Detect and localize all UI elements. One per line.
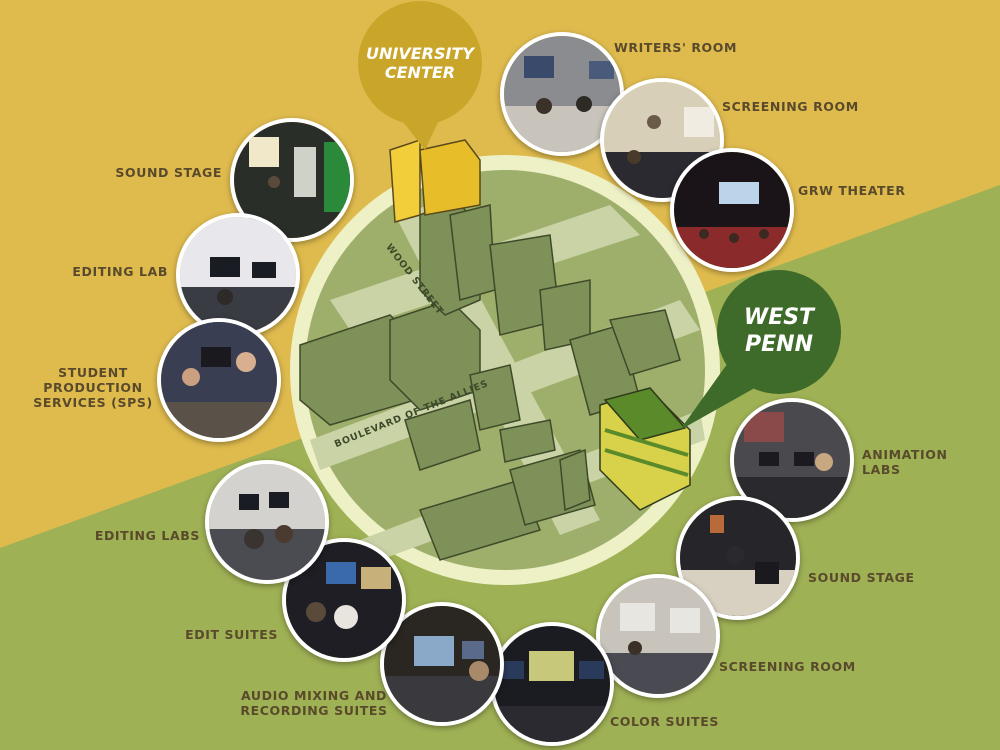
university-center-bubble: [358, 1, 482, 125]
label-color-suites: COLOR SUITES: [610, 714, 719, 729]
photo-screening-room-wp: [596, 574, 720, 698]
photo-grw-theater: [670, 148, 794, 272]
photo-color-suites: [490, 622, 614, 746]
west-penn-building: [599, 387, 691, 511]
west-penn-bubble: [717, 270, 841, 394]
photo-audio-mixing-suites: [380, 602, 504, 726]
photo-animation-labs: [730, 398, 854, 522]
label-audio-mixing: AUDIO MIXING AND RECORDING SUITES: [240, 688, 388, 718]
label-edit-suites: EDIT SUITES: [185, 627, 278, 642]
photo-editing-labs-wp: [205, 460, 329, 584]
label-animation-labs: ANIMATION LABS: [862, 447, 948, 477]
map-buildings: [299, 199, 681, 561]
university-center-callout: UNIVERSITY CENTER: [366, 44, 474, 82]
photo-editing-lab-uc: [176, 213, 300, 337]
west-penn-callout: WEST PENN: [743, 305, 815, 357]
label-writers-room: WRITERS' ROOM: [614, 40, 738, 55]
label-sound-stage-wp: SOUND STAGE: [808, 570, 915, 585]
university-center-building: [389, 138, 481, 223]
label-screening-room-wp: SCREENING ROOM: [719, 659, 856, 674]
label-grw-theater: GRW THEATER: [798, 183, 906, 198]
photo-student-production-services: [157, 318, 281, 442]
label-editing-labs-wp: EDITING LABS: [94, 528, 200, 543]
label-sps: STUDENT PRODUCTION SERVICES (SPS): [33, 365, 153, 410]
label-editing-lab: EDITING LAB: [72, 264, 168, 279]
photo-edit-suites: [282, 538, 406, 662]
label-sound-stage-uc: SOUND STAGE: [115, 165, 222, 180]
label-screening-room-uc: SCREENING ROOM: [722, 99, 859, 114]
